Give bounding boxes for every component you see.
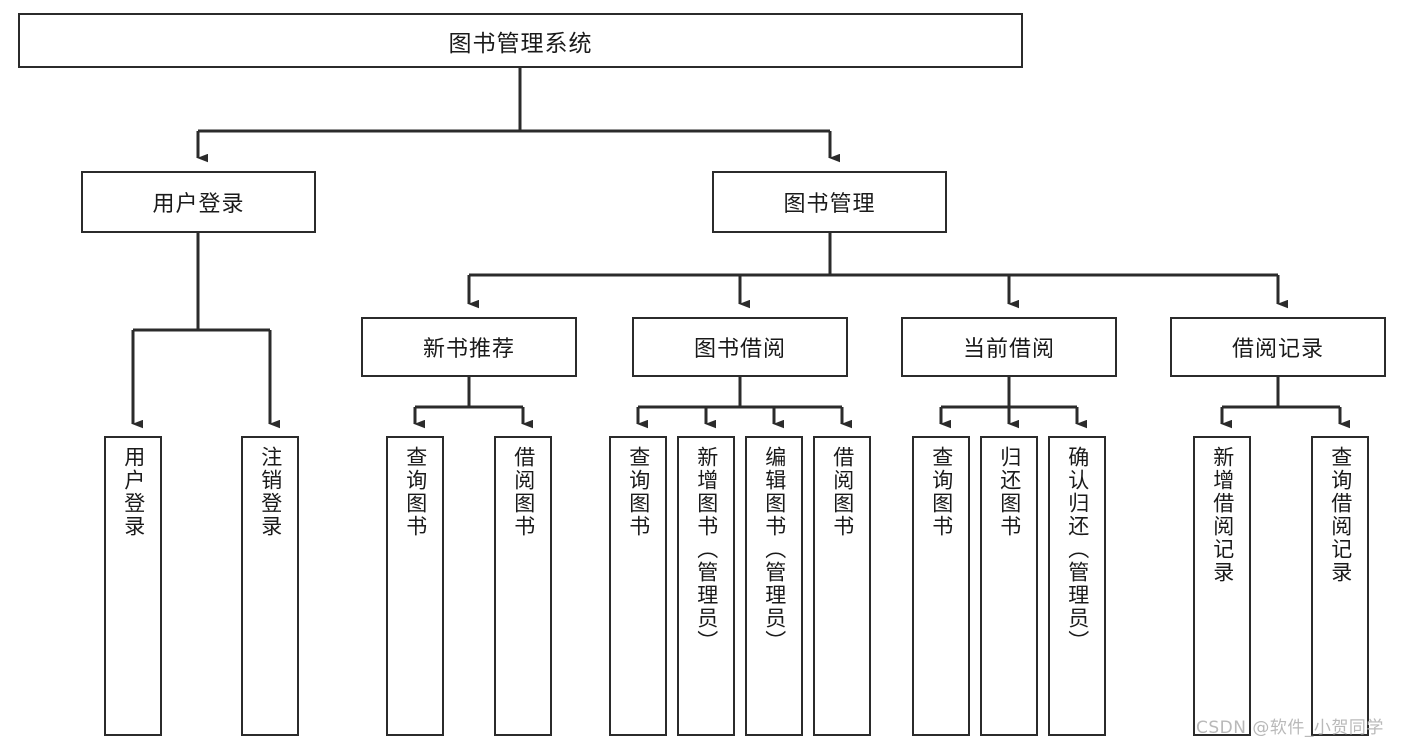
node-book-borrow[interactable]: 图书借阅 [632, 317, 848, 377]
leaf-label: 注销登录 [258, 446, 283, 538]
leaf-label: 编辑图书（管理员） [762, 446, 787, 653]
node-user-login[interactable]: 用户登录 [81, 171, 316, 233]
leaf-new-book-borrow[interactable]: 借阅图书 [494, 436, 552, 736]
node-book-management[interactable]: 图书管理 [712, 171, 947, 233]
leaf-current-return-book[interactable]: 归还图书 [980, 436, 1038, 736]
leaf-label: 借阅图书 [511, 446, 536, 538]
leaf-current-confirm-return[interactable]: 确认归还（管理员） [1048, 436, 1106, 736]
leaf-user-login-logout[interactable]: 注销登录 [241, 436, 299, 736]
node-current-borrow[interactable]: 当前借阅 [901, 317, 1117, 377]
leaf-borrow-borrow-book[interactable]: 借阅图书 [813, 436, 871, 736]
node-current-borrow-label: 当前借阅 [962, 337, 1055, 362]
leaf-record-add[interactable]: 新增借阅记录 [1193, 436, 1251, 736]
node-book-borrow-label: 图书借阅 [693, 337, 786, 362]
leaf-label: 查询借阅记录 [1328, 446, 1353, 584]
node-new-book-recommend[interactable]: 新书推荐 [361, 317, 577, 377]
leaf-current-query-book[interactable]: 查询图书 [912, 436, 970, 736]
node-new-book-recommend-label: 新书推荐 [422, 337, 515, 362]
leaf-borrow-edit-book[interactable]: 编辑图书（管理员） [745, 436, 803, 736]
node-book-management-label: 图书管理 [783, 192, 876, 217]
leaf-label: 新增图书（管理员） [694, 446, 719, 653]
leaf-label: 确认归还（管理员） [1065, 446, 1090, 653]
leaf-label: 查询图书 [626, 446, 651, 538]
leaf-label: 查询图书 [403, 446, 428, 538]
leaf-label: 用户登录 [121, 446, 146, 538]
node-borrow-record-label: 借阅记录 [1231, 337, 1324, 362]
leaf-user-login-login[interactable]: 用户登录 [104, 436, 162, 736]
leaf-borrow-query-book[interactable]: 查询图书 [609, 436, 667, 736]
leaf-borrow-add-book[interactable]: 新增图书（管理员） [677, 436, 735, 736]
leaf-label: 新增借阅记录 [1210, 446, 1235, 584]
leaf-label: 查询图书 [929, 446, 954, 538]
node-borrow-record[interactable]: 借阅记录 [1170, 317, 1386, 377]
leaf-label: 归还图书 [997, 446, 1022, 538]
node-root-label: 图书管理系统 [448, 30, 593, 57]
node-root[interactable]: 图书管理系统 [18, 13, 1023, 68]
leaf-new-book-query[interactable]: 查询图书 [386, 436, 444, 736]
node-user-login-label: 用户登录 [152, 192, 245, 217]
leaf-record-query[interactable]: 查询借阅记录 [1311, 436, 1369, 736]
leaf-label: 借阅图书 [830, 446, 855, 538]
